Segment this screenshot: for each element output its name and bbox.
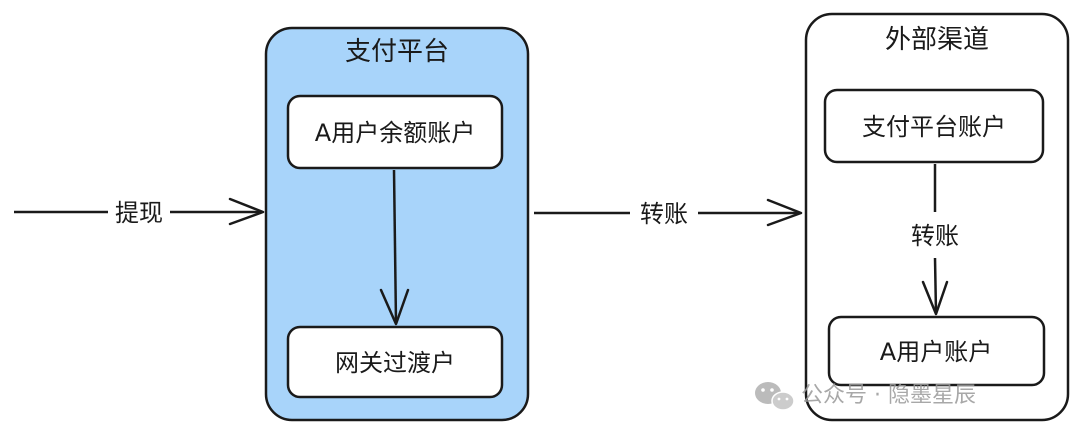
external-channel-group: 外部渠道 支付平台账户 A用户账户 转账 (804, 12, 1070, 422)
inner-transfer-label: 转账 (911, 222, 959, 250)
wechat-icon (755, 382, 795, 411)
user-balance-account-label: A用户余额账户 (315, 119, 475, 147)
platform-account-label: 支付平台账户 (862, 113, 1006, 141)
user-account-box (827, 315, 1046, 387)
gateway-transit-account-box (286, 325, 504, 399)
external-channel-title: 外部渠道 (885, 25, 989, 55)
transfer-arrow-group: 转账 (534, 198, 803, 228)
user-balance-account-box (286, 94, 504, 170)
platform-to-user-arrowhead (921, 280, 949, 316)
platform-to-user-arrow-lower (933, 257, 938, 314)
payment-platform-group: 支付平台 A用户余额账户 网关过渡户 (264, 26, 530, 422)
transfer-arrowhead (766, 198, 803, 227)
middle-transfer-label: 转账 (640, 200, 688, 228)
withdraw-arrow-group: 提现 (14, 197, 265, 227)
balance-to-gateway-arrow (392, 169, 398, 324)
watermark: 公众号 · 隐墨星辰 (755, 382, 976, 411)
withdraw-label: 提现 (115, 199, 163, 227)
platform-account-box (823, 88, 1045, 164)
withdraw-arrowhead (228, 197, 265, 226)
user-account-label: A用户账户 (880, 338, 992, 366)
watermark-text: 公众号 · 隐墨星辰 (801, 383, 976, 408)
payment-platform-title: 支付平台 (345, 37, 449, 67)
balance-to-gateway-arrowhead (379, 288, 410, 326)
gateway-transit-account-label: 网关过渡户 (335, 349, 455, 377)
